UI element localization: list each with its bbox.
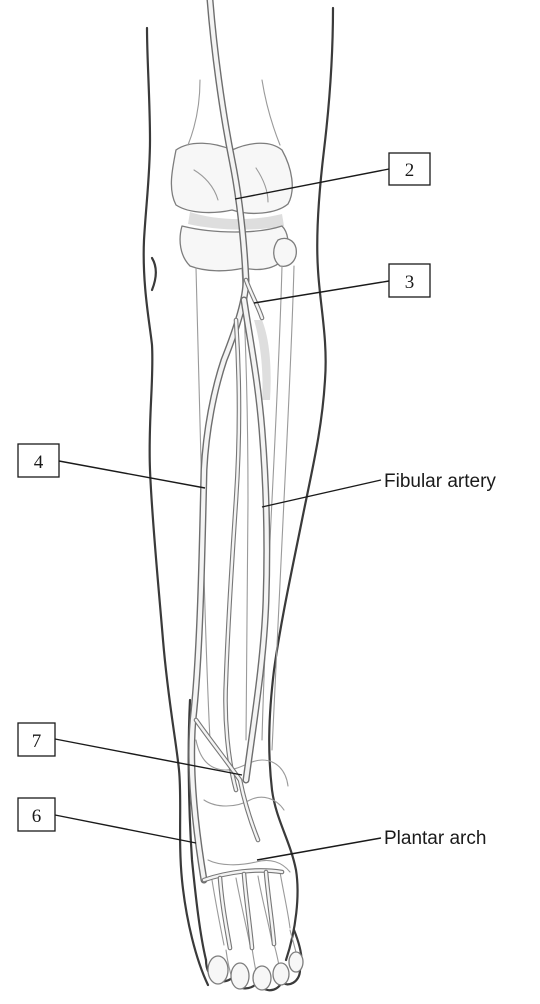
label-4-text: 4 bbox=[34, 452, 44, 473]
label-7: 7 bbox=[18, 723, 55, 756]
label-3-text: 3 bbox=[405, 272, 415, 293]
label-4: 4 bbox=[18, 444, 59, 477]
arteries bbox=[192, 0, 282, 948]
leg-bones bbox=[196, 266, 294, 750]
leader-4 bbox=[59, 461, 205, 488]
label-3: 3 bbox=[389, 264, 430, 297]
leader-plantar-arch bbox=[257, 838, 381, 860]
leader-6 bbox=[55, 815, 196, 843]
label-2: 2 bbox=[389, 153, 430, 185]
plantar-arch-label: Plantar arch bbox=[384, 828, 486, 849]
label-7-text: 7 bbox=[32, 731, 42, 752]
foot bbox=[189, 700, 303, 990]
leader-fibular-artery bbox=[262, 480, 381, 507]
fibular-artery-label: Fibular artery bbox=[384, 471, 496, 492]
label-6-text: 6 bbox=[32, 806, 42, 827]
label-6: 6 bbox=[18, 798, 55, 831]
ankle-bones bbox=[196, 740, 290, 945]
label-2-text: 2 bbox=[405, 160, 415, 181]
